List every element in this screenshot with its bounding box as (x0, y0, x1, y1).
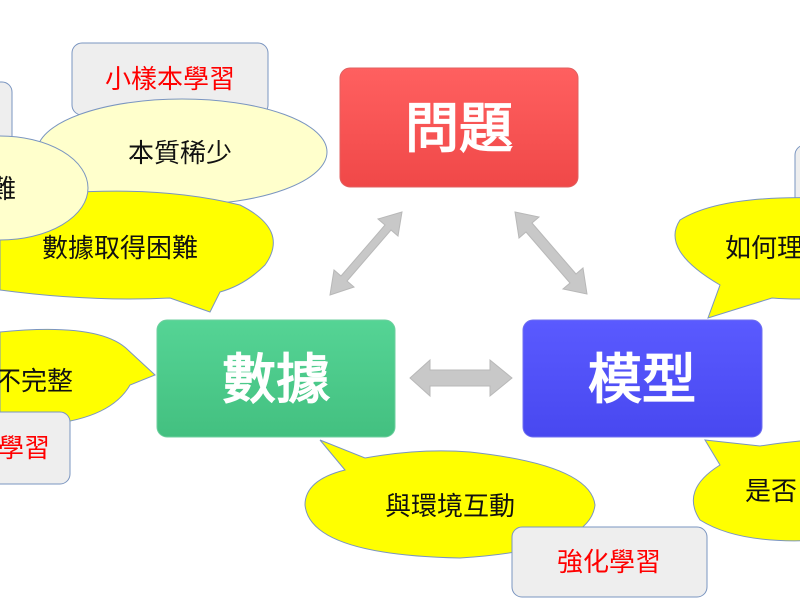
problem-node: 問題 (339, 67, 579, 188)
small-sample-learning-label: 小樣本學習 (105, 65, 235, 95)
problem-label: 問題 (405, 97, 513, 160)
right-label-box-partial (794, 145, 800, 215)
incomplete-label: 不完整 (0, 367, 73, 397)
how-to-label: 如何理 (725, 234, 800, 264)
left-learning-label: 學習 (0, 434, 50, 464)
small-sample-learning-box: 小樣本學習 (71, 42, 269, 116)
reinforcement-learning-label: 強化學習 (557, 548, 661, 578)
model-node: 模型 (522, 319, 763, 438)
data-label: 數據 (222, 348, 331, 411)
rare-nature-label: 本質稀少 (128, 139, 232, 169)
arrow-data-model (409, 358, 513, 398)
rare-nature-bubble: 本質稀少 (36, 98, 328, 206)
left-label-box-partial (0, 81, 13, 151)
incomplete-bubble: 不完整 (0, 328, 156, 427)
left-pale-bubble: 難 (0, 135, 89, 241)
left-partial-label: 難 (0, 175, 16, 205)
reinforcement-learning-box: 強化學習 (511, 526, 708, 598)
whether-bubble: 是否 (692, 439, 800, 542)
model-label: 模型 (588, 348, 696, 411)
data-hard-to-get-label: 數據取得困難 (42, 234, 198, 264)
data-node: 數據 (156, 319, 396, 438)
how-to-bubble: 如何理 (674, 197, 800, 319)
arrow-problem-model (514, 211, 588, 295)
left-learning-box: 學習 (0, 411, 71, 485)
interact-environment-label: 與環境互動 (385, 492, 515, 522)
arrow-problem-data (329, 211, 403, 296)
whether-label: 是否 (745, 477, 797, 507)
